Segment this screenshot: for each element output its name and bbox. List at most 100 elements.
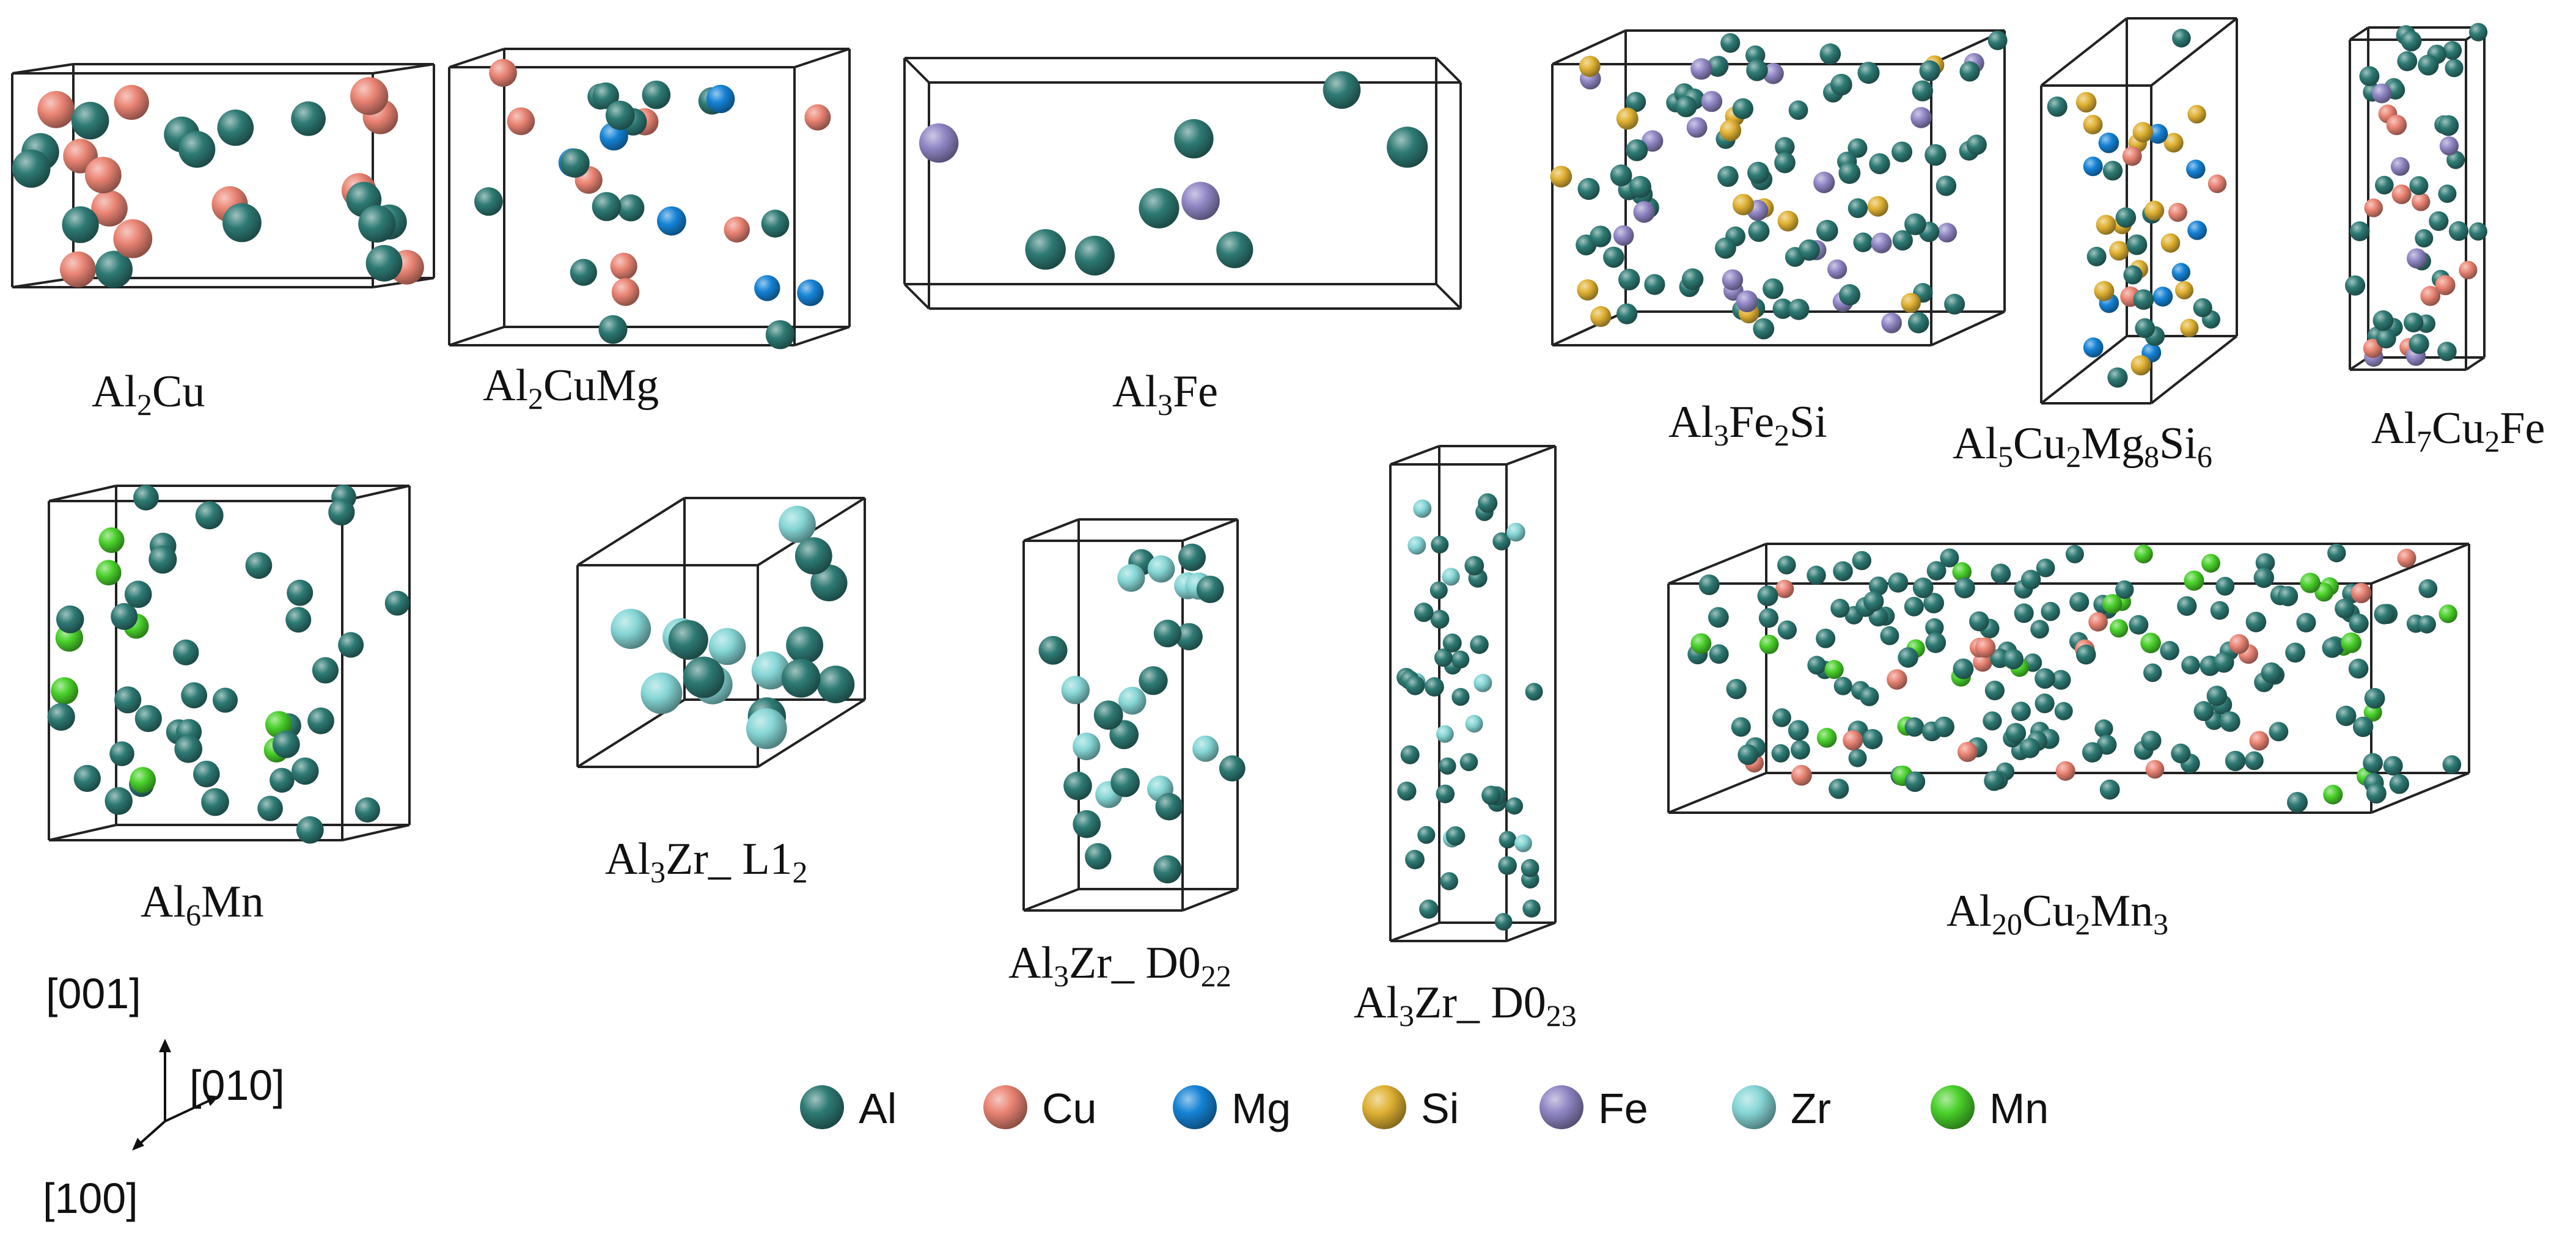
- atom-al: [2129, 615, 2149, 635]
- atom-zr: [779, 505, 816, 543]
- atom-cu: [2459, 260, 2478, 280]
- atom-al: [1139, 666, 1168, 695]
- legend-item-mn: Mn: [1931, 1085, 2049, 1132]
- atom-zr: [1192, 735, 1219, 762]
- atom-al: [1771, 744, 1790, 763]
- atom-al: [1405, 849, 1425, 870]
- atom-al: [1626, 139, 1648, 161]
- atom-cu: [2420, 285, 2441, 306]
- atom-al: [1830, 598, 1850, 618]
- atom-al: [2468, 222, 2487, 241]
- atom-al: [2418, 54, 2439, 76]
- atom-al: [1459, 753, 1478, 771]
- atom-al: [2255, 553, 2275, 573]
- atom-al: [56, 605, 84, 634]
- atom-si: [1616, 108, 1638, 130]
- atom-al: [2160, 641, 2179, 661]
- atom-al: [683, 656, 725, 698]
- atom-si: [2096, 214, 2116, 235]
- atom-al: [1940, 548, 1959, 568]
- atom-al: [2469, 23, 2488, 42]
- atom-cu: [2351, 582, 2372, 604]
- atom-fe: [1881, 312, 1903, 334]
- atom-al: [1838, 162, 1861, 184]
- atom-al: [2020, 570, 2041, 590]
- atom-al: [2215, 577, 2235, 596]
- atom-al: [1681, 268, 1704, 290]
- atom-cu: [1775, 579, 1794, 598]
- atom-mn: [2102, 594, 2123, 614]
- atom-al: [257, 796, 283, 821]
- atom-zr: [708, 628, 746, 665]
- atom-al: [1848, 749, 1867, 767]
- atom-al: [1852, 551, 1871, 571]
- atom-al: [1492, 532, 1511, 551]
- unit-cell-al5cu2mg8si6: [2040, 17, 2238, 405]
- atom-al: [1984, 771, 2005, 791]
- atom-al: [2446, 150, 2465, 169]
- atom-cu: [2397, 548, 2416, 568]
- atom-al: [1430, 610, 1450, 629]
- atom-al: [2035, 694, 2055, 714]
- atom-al: [2181, 656, 2200, 675]
- atom-al: [2086, 246, 2107, 266]
- atom-zr: [1514, 834, 1532, 852]
- atom-al: [1748, 220, 1770, 242]
- atom-zr: [1473, 673, 1492, 692]
- atom-al: [2047, 96, 2068, 117]
- atom-al: [2389, 774, 2409, 794]
- cell-edges: [1667, 543, 2470, 814]
- atom-al: [1816, 628, 1836, 648]
- atom-al: [62, 206, 99, 243]
- atom-si: [2132, 122, 2153, 142]
- atom-si: [2094, 280, 2115, 301]
- atom-al: [1833, 561, 1853, 582]
- legend-swatch: [1539, 1085, 1583, 1129]
- atom-al: [1772, 298, 1793, 319]
- atom-fe: [2439, 136, 2459, 156]
- atom-al: [1869, 153, 1890, 175]
- atom-cu: [91, 190, 128, 227]
- atom-al: [1777, 555, 1796, 574]
- atom-al: [1798, 239, 1820, 261]
- atom-al: [2126, 234, 2148, 255]
- atom-al: [1912, 577, 1934, 598]
- atom-zr: [1407, 536, 1426, 555]
- atom-mn: [2438, 604, 2457, 623]
- legend-item-cu: Cu: [983, 1085, 1096, 1132]
- atom-al: [2261, 662, 2282, 683]
- atom-al: [1816, 219, 1838, 242]
- atom-al: [1839, 284, 1860, 306]
- atom-al: [1926, 561, 1947, 581]
- atom-al: [1445, 826, 1466, 846]
- atom-al: [1153, 620, 1182, 648]
- atom-mg: [2083, 156, 2103, 177]
- legend-label: Zr: [1791, 1085, 1831, 1132]
- atom-al: [1717, 166, 1739, 187]
- atom-al: [765, 320, 795, 350]
- atom-zr: [640, 672, 683, 714]
- atom-si: [2075, 92, 2097, 113]
- unit-cell-al20cu2mn3: [1667, 543, 2470, 814]
- atom-al: [1431, 535, 1449, 554]
- atom-al: [2409, 176, 2429, 196]
- atom-al: [1434, 648, 1453, 667]
- atom-al: [642, 80, 671, 109]
- unit-cell-al6mn: [47, 485, 411, 844]
- atom-mg: [657, 206, 686, 236]
- atom-mn: [2109, 619, 2129, 638]
- atom-al: [1481, 785, 1501, 805]
- atom-cu: [1957, 742, 1978, 762]
- atom-al: [2372, 310, 2394, 331]
- atom-al: [1085, 843, 1112, 870]
- atom-cu: [113, 219, 153, 258]
- atom-al: [2245, 751, 2264, 771]
- atom-al: [1966, 134, 1987, 155]
- atom-al: [178, 131, 216, 168]
- atom-al: [560, 148, 590, 178]
- atom-al: [570, 258, 598, 286]
- atom-al: [1709, 644, 1729, 664]
- atom-al: [2225, 750, 2246, 772]
- atom-al: [2278, 586, 2299, 607]
- atom-mn: [2140, 632, 2161, 653]
